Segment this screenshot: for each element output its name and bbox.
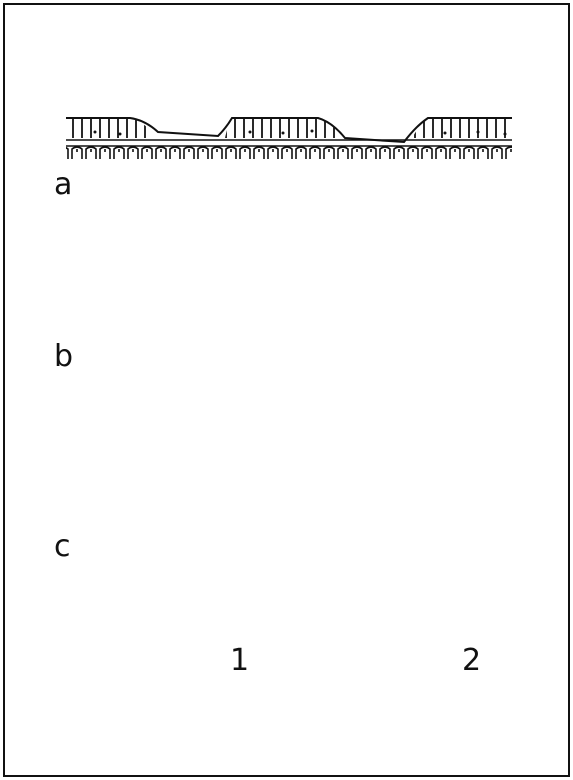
legend-label-2: 2 <box>462 646 481 676</box>
panel-label-a: a <box>54 170 72 200</box>
panel-a-base-layer <box>66 145 512 162</box>
panel-label-c: c <box>54 532 71 562</box>
panel-a-cap-layer <box>66 118 512 138</box>
legend-label-1: 1 <box>230 646 249 676</box>
panel-a-section <box>66 118 512 162</box>
panel-label-b: b <box>54 342 73 372</box>
